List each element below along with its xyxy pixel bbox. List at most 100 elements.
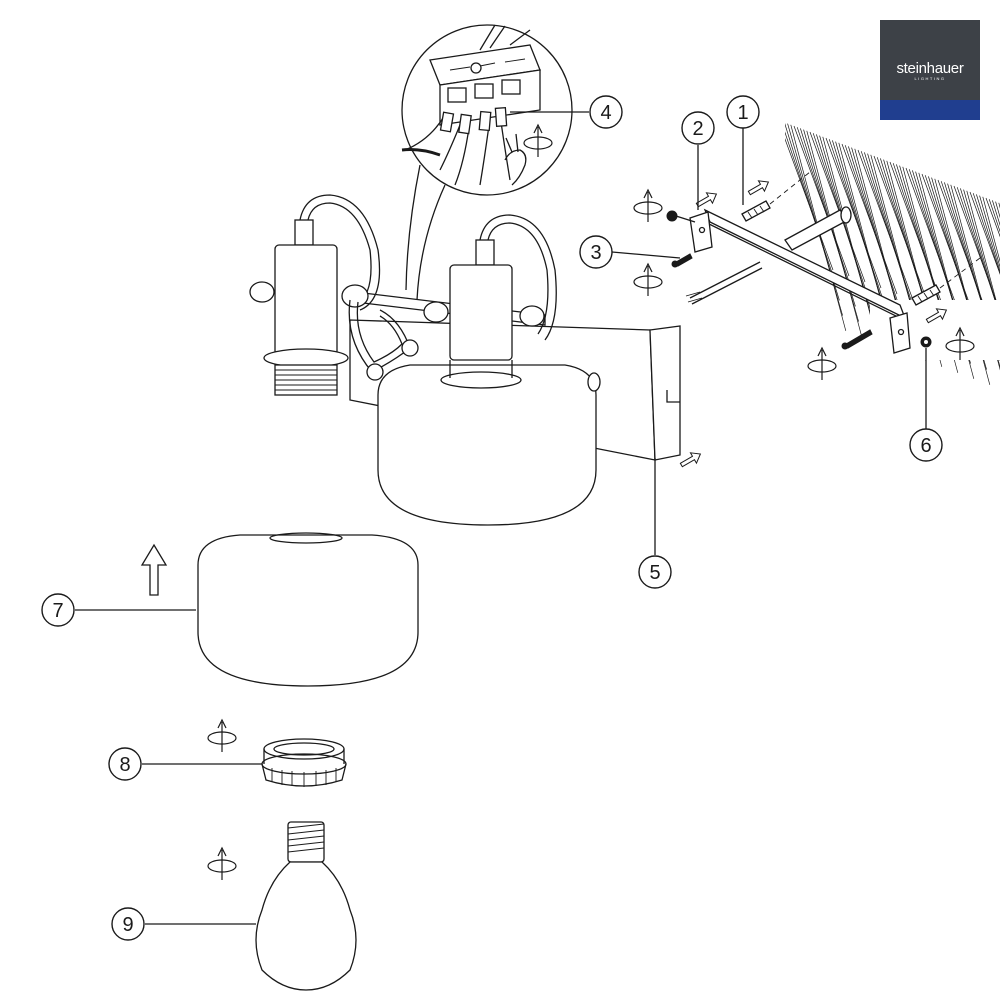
screw-right-upper xyxy=(841,329,873,350)
rotate-arrowhead xyxy=(533,123,543,134)
direction-arrow-icon xyxy=(695,192,718,208)
hatch-line xyxy=(969,191,1000,275)
callout-circle xyxy=(111,907,145,941)
arrow-shape xyxy=(925,308,948,324)
hatch-line xyxy=(793,125,850,277)
shade-loose xyxy=(197,532,419,687)
rotate-icon xyxy=(523,123,553,157)
callout-label: 9 xyxy=(122,914,133,936)
hatch-mask xyxy=(770,110,785,150)
logo-subtitle: LIGHTING xyxy=(914,76,946,81)
screw-left-upper xyxy=(666,210,696,223)
ring-nut xyxy=(261,738,347,787)
callout-circle xyxy=(589,95,623,129)
screw-right-lower xyxy=(920,336,932,430)
hatch-line xyxy=(982,196,1000,263)
hatch-line xyxy=(985,197,1000,238)
hatch-line xyxy=(873,155,930,307)
callout-6: 6 xyxy=(909,428,943,462)
callout-circle xyxy=(726,95,760,129)
rotate-icon xyxy=(207,718,237,752)
shade-mounted xyxy=(377,264,601,526)
callout-circle xyxy=(638,555,672,589)
callout-1: 1 xyxy=(726,95,760,129)
terminal-block-detail xyxy=(401,24,573,301)
hatch-line xyxy=(963,189,1000,318)
hatch-line xyxy=(956,187,1000,316)
hatch-line xyxy=(796,127,853,292)
hatch-line xyxy=(848,146,904,325)
hatch-line xyxy=(892,163,949,328)
callout-label: 4 xyxy=(600,102,611,124)
socket-right xyxy=(423,214,557,341)
hatch-line xyxy=(828,139,885,304)
callout-circle xyxy=(108,747,142,781)
rotate-icon xyxy=(807,346,837,380)
hatch-line xyxy=(905,167,962,319)
hatch-line xyxy=(972,193,1000,275)
wall-plug-1 xyxy=(741,171,811,222)
callout-8: 8 xyxy=(108,747,142,781)
rotate-arrowhead xyxy=(817,346,827,357)
hatch-line xyxy=(860,151,917,316)
callout-2: 2 xyxy=(681,111,715,145)
rotate-icon xyxy=(633,262,663,296)
hatch-line xyxy=(816,134,872,313)
hatch-line xyxy=(976,194,1000,272)
callout-7: 7 xyxy=(41,593,75,627)
hatch-line xyxy=(857,149,914,301)
callout-label: 7 xyxy=(52,600,63,622)
arrow-shape xyxy=(679,452,702,468)
hatch-line xyxy=(777,119,834,271)
arrow-up-icon xyxy=(140,543,168,596)
callout-3: 3 xyxy=(579,235,613,269)
callout-label: 3 xyxy=(590,242,601,264)
callout-4: 4 xyxy=(589,95,623,129)
rotate-arrowhead xyxy=(955,326,965,337)
leader-lines xyxy=(75,111,744,925)
hatch-line xyxy=(780,121,837,286)
direction-arrow-icon xyxy=(747,180,770,196)
callout-circle xyxy=(41,593,75,627)
callout-9: 9 xyxy=(111,907,145,941)
screw-left-lower xyxy=(671,253,693,268)
brand-logo: steinhauer LIGHTING xyxy=(880,20,980,120)
mounting-bracket xyxy=(685,206,911,354)
logo-bottom-panel xyxy=(880,100,980,120)
rotate-icon xyxy=(633,188,663,222)
callout-circle xyxy=(579,235,613,269)
hatch-line xyxy=(832,140,888,319)
callout-5: 5 xyxy=(638,555,672,589)
rotate-icon xyxy=(207,846,237,880)
callout-circle xyxy=(909,428,943,462)
light-bulb xyxy=(255,821,357,991)
callout-label: 2 xyxy=(692,118,703,140)
direction-arrow-icon xyxy=(679,452,702,468)
hatch-line xyxy=(966,190,1000,317)
hatch-line xyxy=(841,143,898,295)
callout-label: 8 xyxy=(119,754,130,776)
hatch-line xyxy=(806,130,863,337)
hatch-line xyxy=(844,145,901,310)
rotate-arrowhead xyxy=(643,188,653,199)
hatch-line xyxy=(809,131,866,283)
wall-plug-2 xyxy=(911,257,981,306)
hatch-line xyxy=(960,188,1000,318)
direction-arrow-icon xyxy=(925,308,948,324)
callout-circle xyxy=(681,111,715,145)
hatch-line xyxy=(921,173,978,325)
rotate-arrowhead xyxy=(217,718,227,729)
hatch-line xyxy=(822,136,879,343)
socket-left xyxy=(249,194,381,396)
cable-loops xyxy=(348,299,419,381)
rotate-arrowhead xyxy=(217,846,227,857)
callout-label: 5 xyxy=(649,562,660,584)
hatch-line xyxy=(979,195,1000,269)
logo-wordmark: steinhauer xyxy=(896,60,964,77)
hatch-line xyxy=(988,199,1000,233)
hatch-line xyxy=(825,137,882,289)
logo-top-panel xyxy=(880,20,980,100)
arrow-shape xyxy=(695,192,718,208)
